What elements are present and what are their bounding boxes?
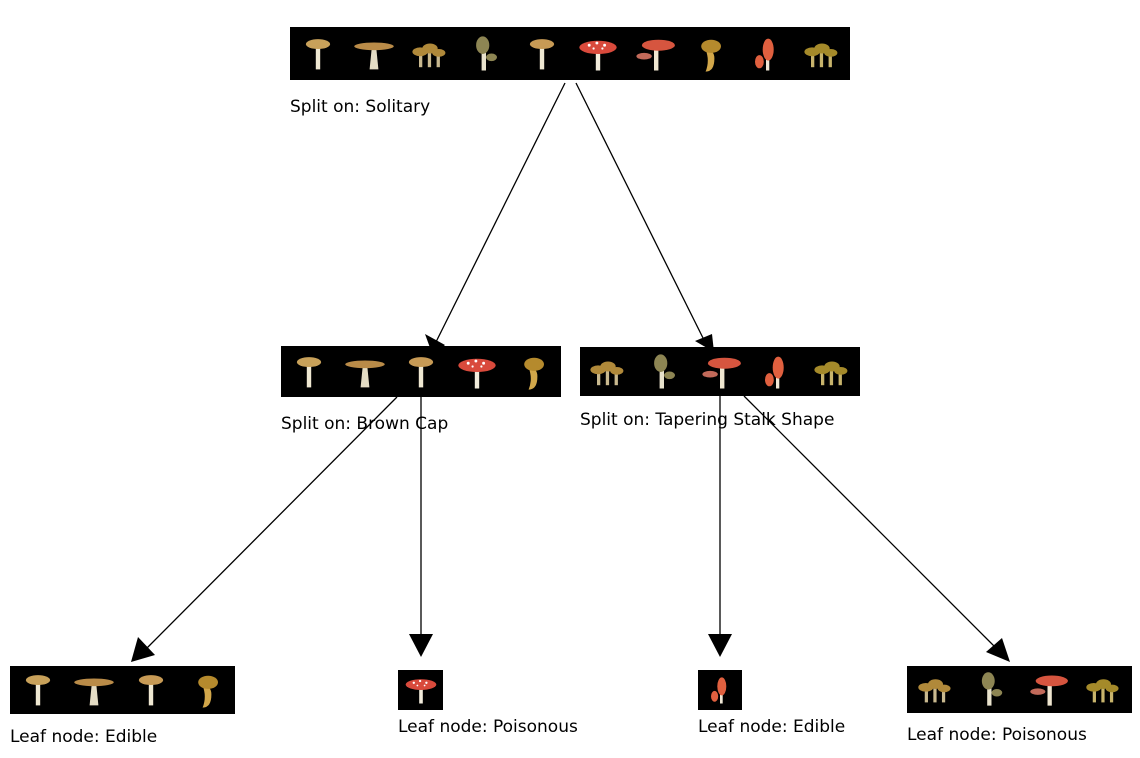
flat-mushroom-icon [354, 41, 394, 69]
smallcluster-mushroom-icon [814, 361, 848, 385]
leaf3-label: Leaf node: Edible [698, 717, 846, 737]
olive-mushroom-icon [654, 353, 675, 388]
leaf2-label: Leaf node: Poisonous [398, 717, 578, 737]
pale-mushroom-icon [305, 38, 331, 69]
flyagaric-mushroom-icon [579, 40, 617, 70]
node-right-label: Split on: Tapering Stalk Shape [580, 410, 835, 430]
tan-mushroom-icon [138, 675, 163, 706]
arrowhead-right-leaf3 [708, 634, 732, 657]
edge-root-left [431, 82, 566, 351]
cluster-mushroom-icon [412, 43, 446, 67]
bolete-mushroom-icon [524, 357, 544, 390]
edge-root-right [575, 82, 709, 349]
smallcluster-mushroom-icon [1086, 679, 1119, 703]
redcap-mushroom-icon [702, 357, 741, 388]
redcap-mushroom-icon [636, 39, 675, 70]
leaf4-images [907, 666, 1132, 713]
redcap-mushroom-icon [1030, 675, 1069, 706]
arrowhead-root-left [425, 334, 445, 356]
node-root-images [290, 27, 850, 80]
edge-left-leaf1 [144, 396, 398, 651]
tan-mushroom-icon [408, 356, 434, 387]
orange-mushroom-icon [765, 356, 784, 388]
leaf3-images [698, 670, 742, 710]
bolete-mushroom-icon [198, 675, 218, 708]
pale-mushroom-icon [296, 356, 322, 387]
cluster-mushroom-icon [917, 679, 951, 703]
cluster-mushroom-icon [590, 361, 624, 385]
node-left-images [281, 346, 561, 397]
olive-mushroom-icon [981, 672, 1003, 706]
arrowhead-right-leaf4 [986, 638, 1010, 662]
flyagaric-mushroom-icon [458, 358, 496, 388]
node-right-images [580, 347, 860, 396]
arrowhead-left-leaf1 [131, 637, 155, 662]
bolete-mushroom-icon [701, 39, 721, 72]
leaf4-label: Leaf node: Poisonous [907, 725, 1087, 745]
flat-mushroom-icon [74, 678, 115, 706]
node-root-label: Split on: Solitary [290, 97, 431, 117]
leaf1-label: Leaf node: Edible [10, 727, 158, 747]
arrowhead-left-leaf2 [409, 634, 433, 657]
leaf1-images [10, 666, 235, 714]
leaf2-images [398, 670, 443, 710]
olive-mushroom-icon [476, 35, 497, 70]
flat-mushroom-icon [345, 359, 385, 387]
orange-mushroom-icon [711, 677, 727, 704]
orange-mushroom-icon [755, 38, 774, 70]
pale-mushroom-icon [26, 675, 51, 706]
flyagaric-mushroom-icon [405, 679, 436, 704]
smallcluster-mushroom-icon [804, 43, 838, 67]
tan-mushroom-icon [529, 38, 555, 69]
edge-right-leaf4 [743, 395, 999, 651]
node-left-label: Split on: Brown Cap [281, 414, 449, 434]
